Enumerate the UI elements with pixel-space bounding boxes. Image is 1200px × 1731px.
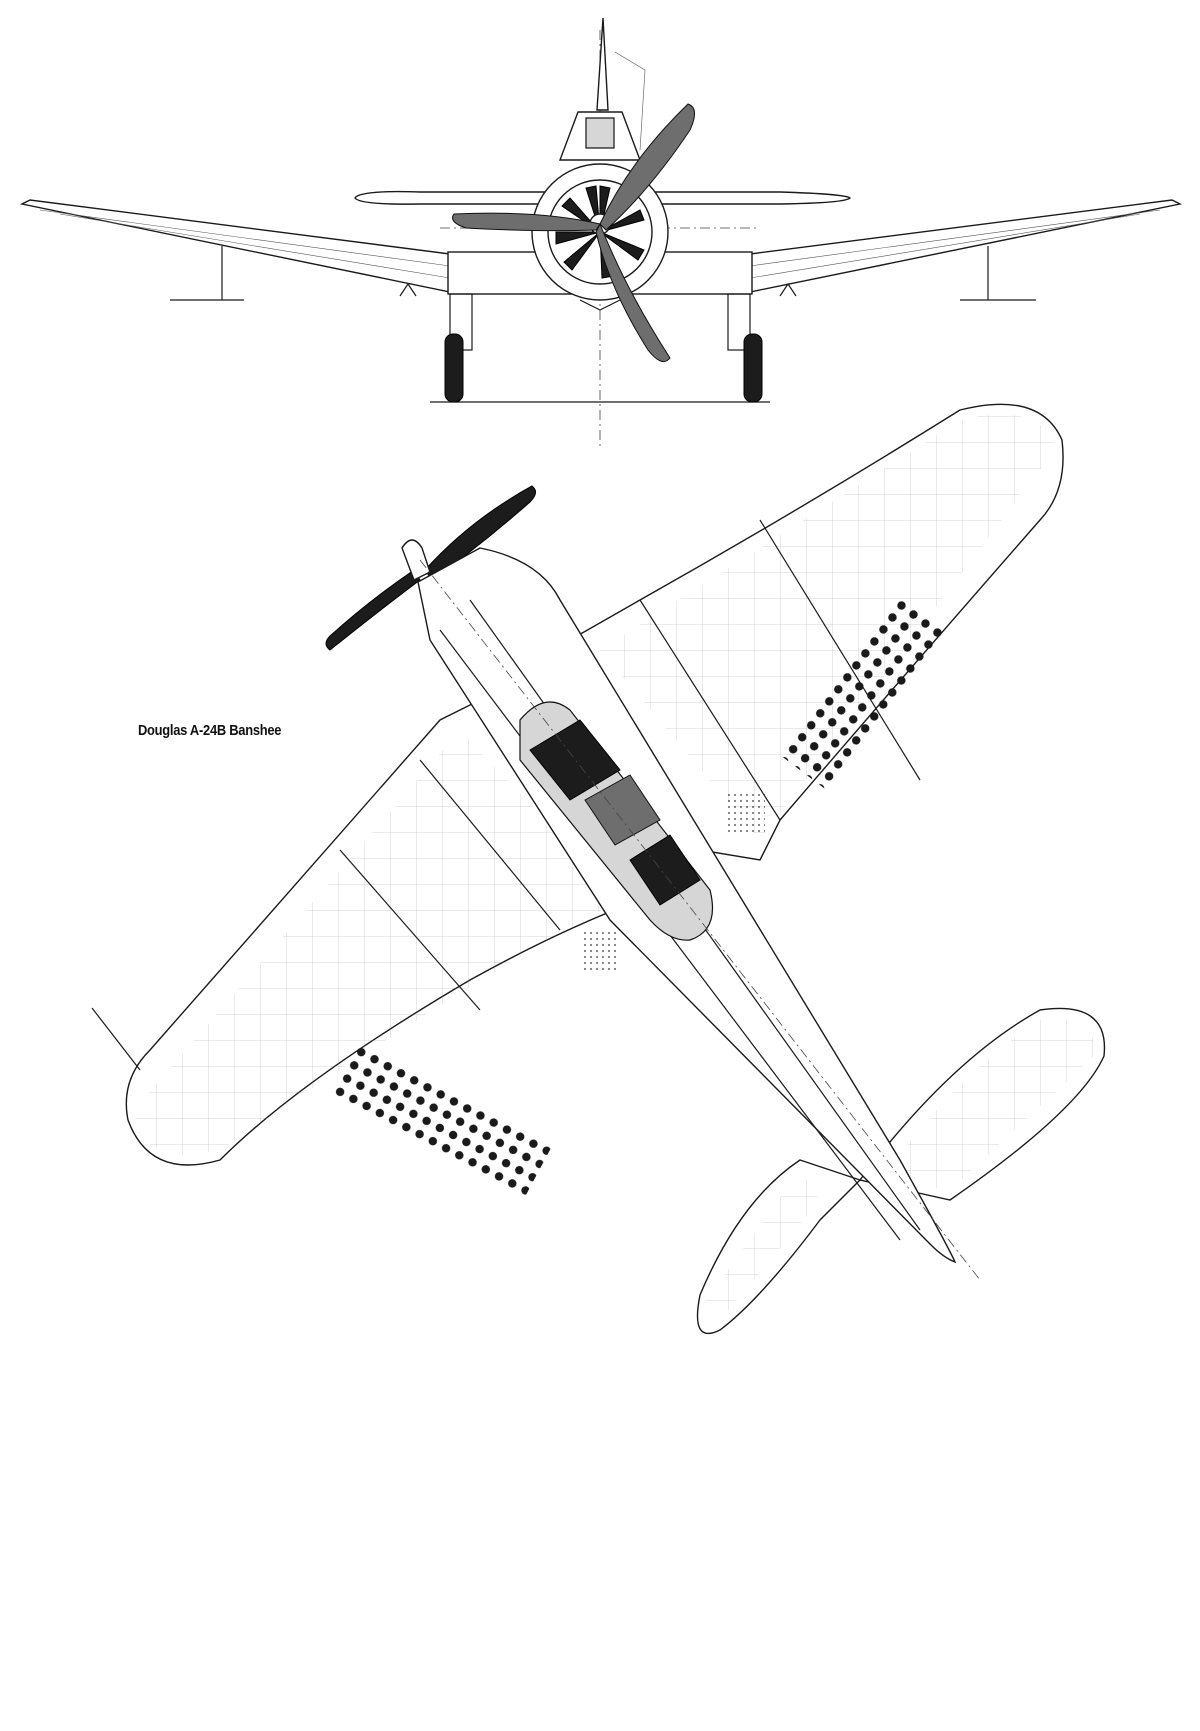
plan-view <box>91 403 1106 1335</box>
propeller-plan-view <box>325 485 536 651</box>
propeller-front-view <box>452 103 695 363</box>
main-landing-gear-front <box>444 293 763 403</box>
front-view <box>19 17 1183 450</box>
canopy-plan-view <box>519 701 714 941</box>
aircraft-title: Douglas A-24B Banshee <box>138 722 282 739</box>
